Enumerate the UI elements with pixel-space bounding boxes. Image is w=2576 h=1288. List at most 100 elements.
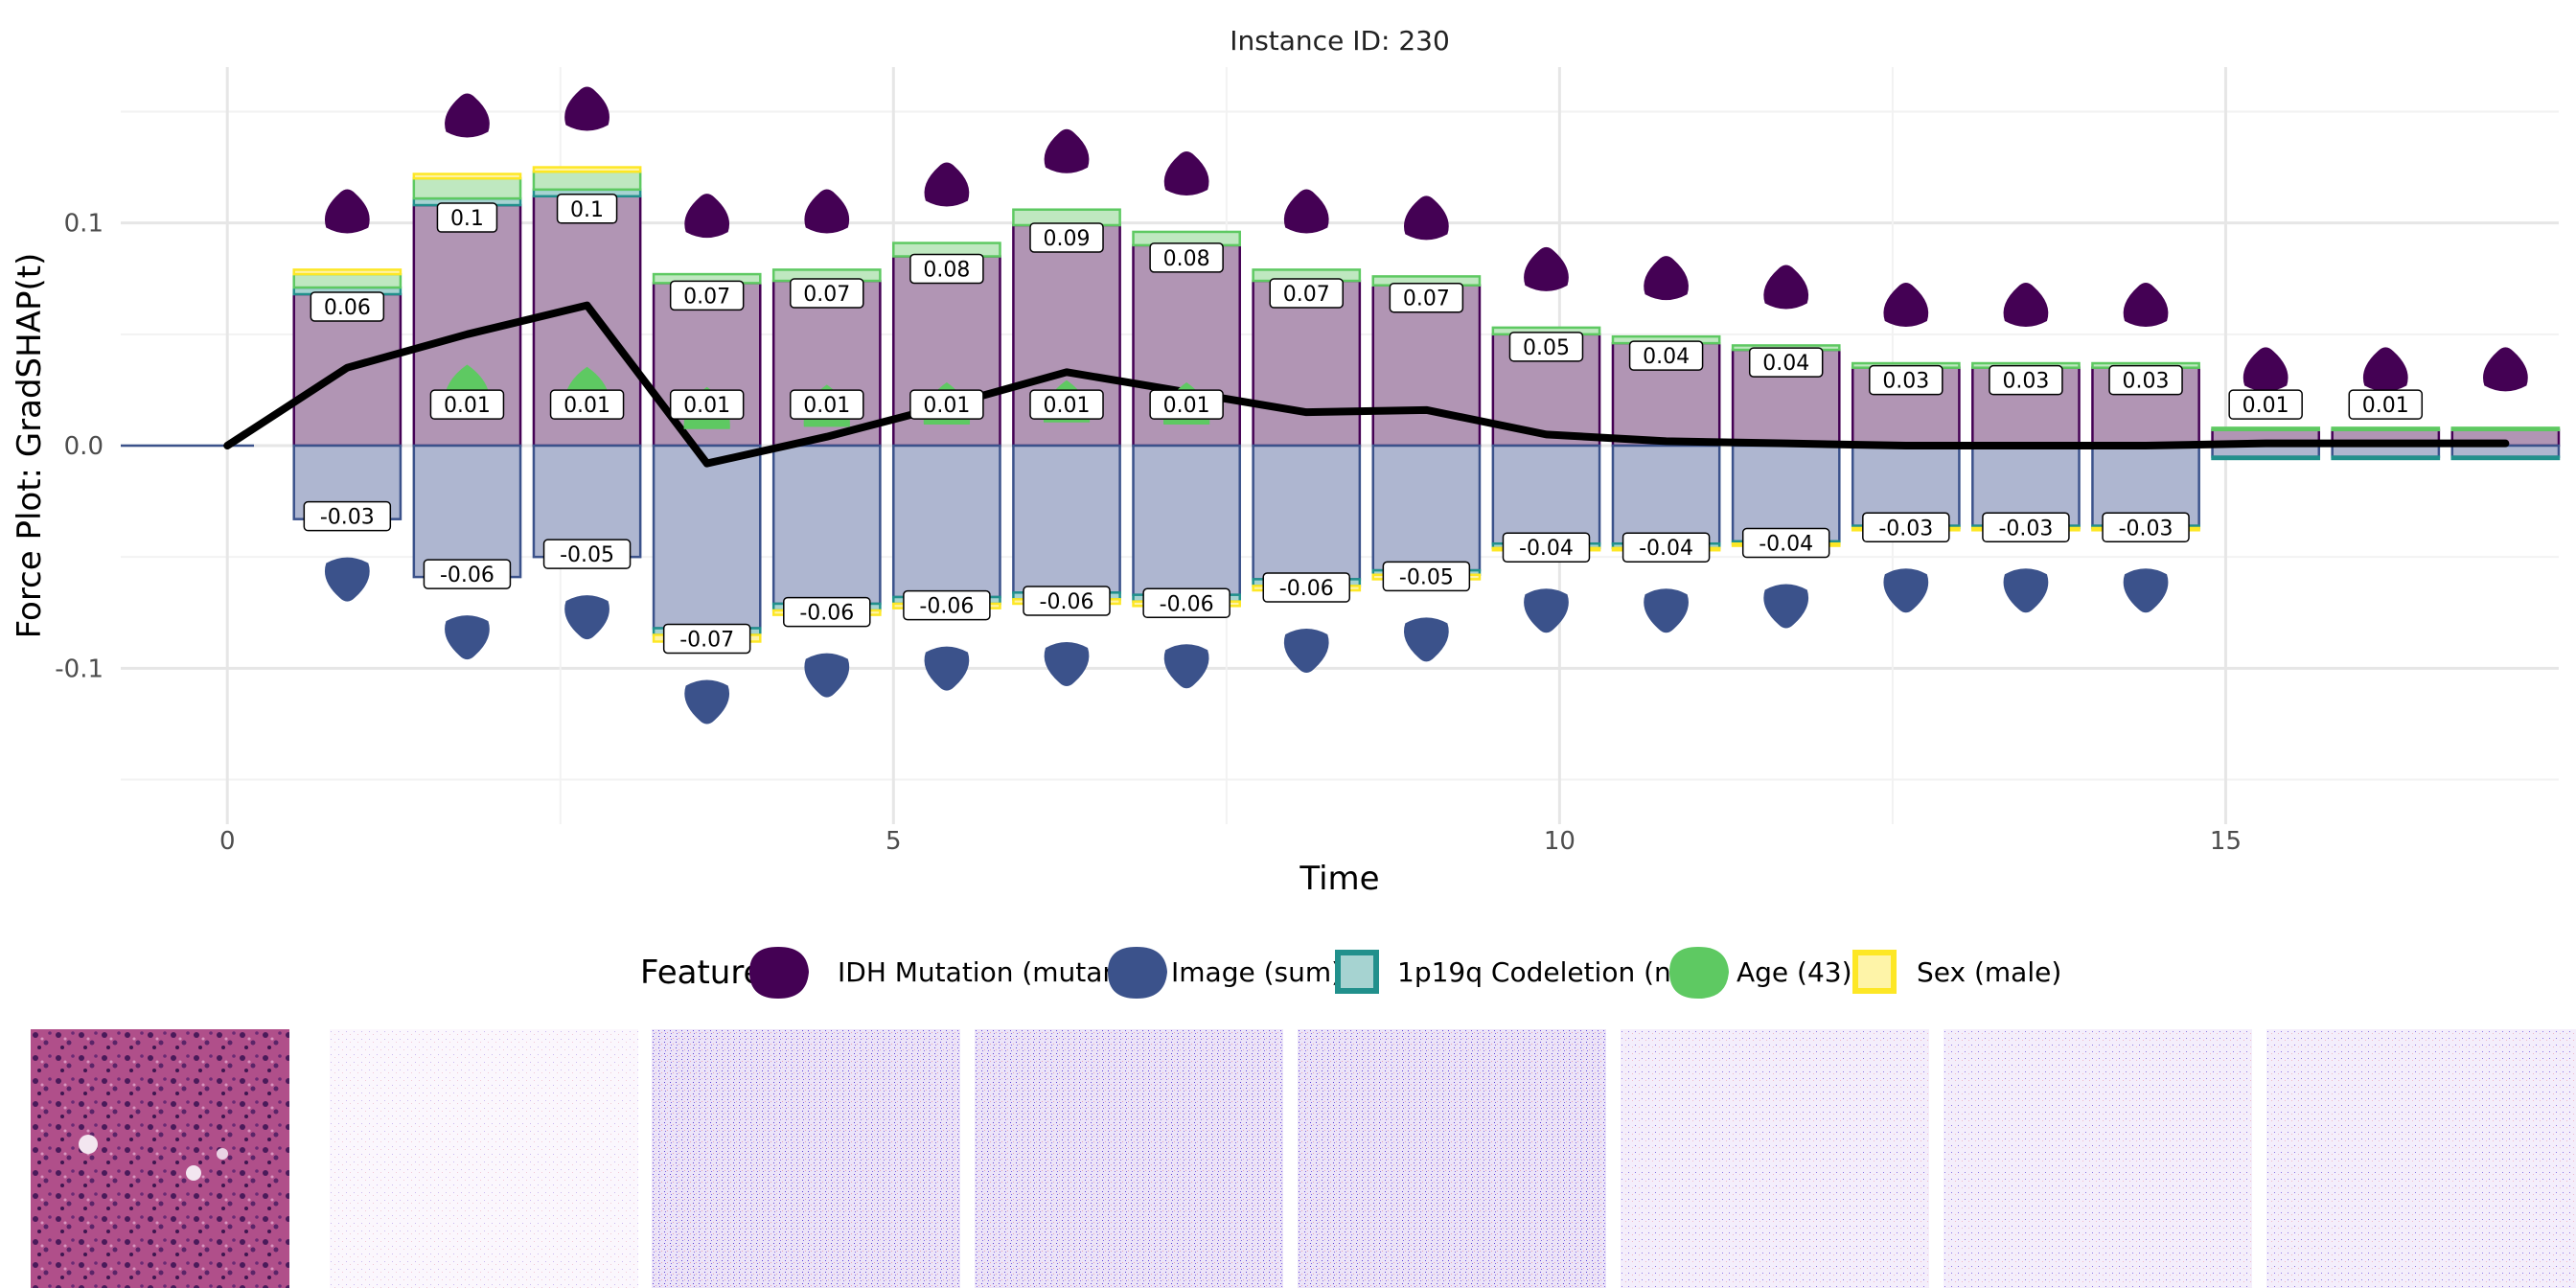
idh-marker — [804, 189, 850, 234]
idh-label-box — [1149, 242, 1224, 273]
age-label-box — [669, 389, 745, 420]
data-labels: 0.06-0.030.1-0.060.010.1-0.050.010.07-0.… — [303, 194, 2424, 655]
age-label-box — [909, 389, 984, 420]
image-label: -0.06 — [1279, 577, 1334, 601]
image-label-box — [1023, 586, 1111, 616]
image-label: -0.06 — [440, 564, 494, 587]
idh-label-box — [1389, 282, 1464, 313]
idh-label-box — [669, 280, 745, 311]
image-bar — [1252, 444, 1362, 581]
codel-bar — [2450, 455, 2561, 461]
image-bar — [1132, 444, 1241, 596]
idh-label-box — [1869, 364, 1944, 396]
sex-legend-label: Sex (male) — [1917, 956, 2061, 988]
image-label-box — [2102, 512, 2190, 543]
age-label: 0.01 — [683, 394, 730, 418]
gradshap-force-plot: 0.06-0.030.1-0.060.010.1-0.050.010.07-0.… — [11, 25, 2561, 999]
age-label-box — [549, 389, 625, 420]
idh-label-box — [1628, 340, 1704, 371]
chart-title: Instance ID: 230 — [1230, 25, 1450, 57]
image-marker — [1283, 629, 1329, 674]
image-label-box — [1862, 512, 1950, 543]
image-marker — [445, 615, 490, 660]
legend-title: Feature — [640, 954, 763, 992]
idh-marker — [2483, 347, 2528, 392]
idh-label: 0.04 — [1643, 345, 1690, 369]
age-label: 0.01 — [2242, 394, 2289, 418]
idh-marker — [2123, 283, 2169, 328]
image-marker — [1883, 568, 1929, 613]
image-marker — [804, 653, 850, 698]
age-label-box — [1029, 389, 1104, 420]
image-label-box — [1262, 572, 1350, 603]
idh-marker — [1524, 246, 1569, 291]
idh-label: 0.03 — [2123, 370, 2170, 394]
age-bar — [2331, 426, 2441, 431]
codel-bar — [2331, 455, 2441, 461]
image-label-box — [1741, 527, 1830, 559]
sex-bar — [292, 268, 402, 276]
image-label-box — [1502, 532, 1591, 563]
age-label: 0.01 — [923, 394, 970, 418]
age-label-box — [2348, 389, 2424, 420]
image-label-box — [1982, 512, 2070, 543]
idh-label: 0.08 — [1163, 247, 1210, 271]
image-marker — [924, 646, 970, 691]
image-bar — [1731, 444, 1841, 543]
x-tick-label: 15 — [2210, 827, 2242, 856]
idh-label-box — [1748, 347, 1824, 378]
y-tick-label: -0.1 — [55, 655, 104, 683]
image-label-box — [1142, 587, 1230, 619]
age-label: 0.01 — [1163, 394, 1210, 418]
image-marker — [1644, 588, 1689, 633]
age-label: 0.01 — [444, 394, 491, 418]
image-label: -0.04 — [1519, 537, 1574, 561]
image-label: -0.03 — [1998, 517, 2053, 540]
idh-marker — [1163, 150, 1209, 196]
image-label-box — [1382, 561, 1471, 592]
age-bar — [412, 176, 522, 200]
image-bar — [532, 444, 642, 559]
codel-legend-key — [1335, 950, 1379, 994]
image-label: -0.06 — [919, 595, 974, 619]
image-label: -0.05 — [1399, 565, 1454, 589]
image-marker — [1763, 584, 1809, 629]
image-bar — [412, 444, 522, 579]
idh-marker — [1403, 196, 1449, 241]
image-label-box — [1622, 532, 1711, 563]
age-legend-label: Age (43) — [1736, 956, 1852, 988]
image-marker — [1403, 617, 1449, 662]
image-marker — [1044, 641, 1090, 686]
age-label-box — [2228, 389, 2303, 420]
image-label: -0.03 — [320, 506, 375, 530]
idh-label: 0.1 — [450, 207, 484, 231]
x-tick-label: 5 — [886, 827, 902, 856]
idh-marker — [2003, 283, 2049, 328]
y-axis-label: Force Plot: GradSHAP(t) — [11, 253, 49, 639]
x-tick-label: 10 — [1544, 827, 1576, 856]
attribution-thumbnails — [0, 1029, 2576, 1288]
image-bar — [892, 444, 1001, 599]
idh-marker — [2362, 347, 2408, 392]
image-bar — [652, 444, 762, 630]
image-marker — [564, 595, 610, 640]
image-marker — [1524, 588, 1569, 633]
image-marker — [2123, 568, 2169, 613]
idh-marker — [1283, 189, 1329, 234]
image-label: -0.07 — [679, 628, 734, 652]
idh-legend-key — [749, 947, 809, 999]
gradshap-total-line — [223, 301, 2510, 468]
image-label: -0.04 — [1639, 537, 1693, 561]
idh-marker — [2242, 347, 2288, 392]
idh-label: 0.07 — [683, 285, 730, 309]
image-bar — [2450, 444, 2561, 458]
age-label: 0.01 — [564, 394, 610, 418]
y-tick-label: 0.0 — [64, 432, 104, 461]
idh-marker — [684, 194, 730, 239]
idh-label: 0.06 — [324, 296, 371, 320]
codel-legend-label: 1p19q Codeletion (no) — [1397, 956, 1698, 988]
image-label-box — [423, 559, 512, 589]
image-legend-label: Image (sum) — [1171, 956, 1342, 988]
attribution-map-5 — [1621, 1029, 1929, 1288]
